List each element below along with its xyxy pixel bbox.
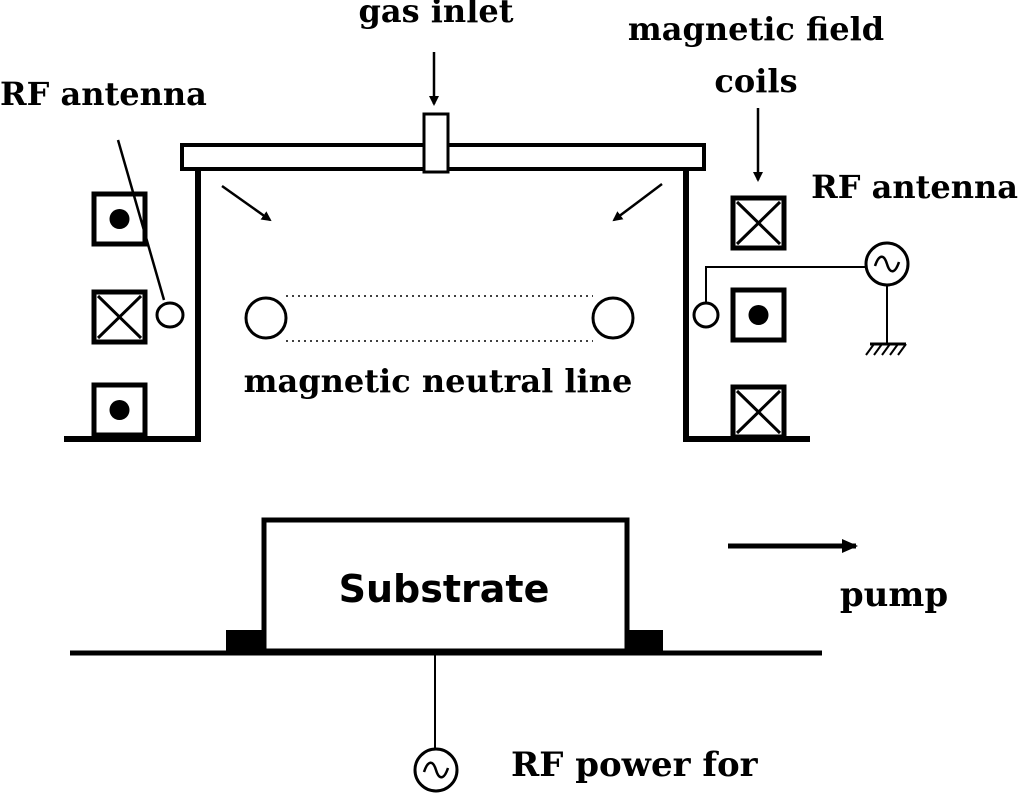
ground-icon xyxy=(865,342,907,356)
substrate-label: Substrate xyxy=(339,567,550,611)
substrate-clamp-left xyxy=(226,630,264,652)
rf-power-label: RF power for xyxy=(511,745,759,785)
gas-inlet-label: gas inlet xyxy=(359,0,514,30)
magnetic-field-label-line2: coils xyxy=(714,62,797,100)
coil-out-icon xyxy=(730,287,787,343)
substrate-stage: Substrate xyxy=(70,517,822,656)
ac-source-icon xyxy=(413,747,459,793)
left-rf-antenna: RF antenna xyxy=(0,75,207,329)
coil-out-icon xyxy=(91,191,148,247)
coil-out-icon xyxy=(91,382,148,438)
right-rf-antenna: RF antenna xyxy=(692,168,1018,356)
left-wall xyxy=(64,169,201,442)
coil-in-icon xyxy=(730,195,787,251)
coil-in-icon xyxy=(91,289,148,345)
gas-flow-arrow-right xyxy=(612,183,663,222)
substrate-block xyxy=(261,517,630,654)
right-coils xyxy=(730,195,787,440)
magnetic-field-coils-callout: magnetic field coils xyxy=(628,10,884,182)
magnetic-field-label-line1: magnetic field xyxy=(628,10,884,48)
left-coils xyxy=(91,191,148,438)
gas-inlet-port xyxy=(422,112,450,174)
gas-inlet: gas inlet xyxy=(359,0,514,174)
neutral-line-label: magnetic neutral line xyxy=(244,362,633,400)
rf-antenna-left-label: RF antenna xyxy=(0,75,207,113)
pump-callout: pump xyxy=(728,539,948,615)
pump-label: pump xyxy=(840,575,948,615)
neutral-line: magnetic neutral line xyxy=(244,295,635,400)
substrate-clamp-right xyxy=(625,630,663,652)
coil-in-icon xyxy=(730,384,787,440)
substrate-rf-power: RF power for xyxy=(413,655,759,793)
antenna-cross-section xyxy=(692,301,720,329)
neutral-loop-right xyxy=(591,296,635,340)
rf-antenna-right-label: RF antenna xyxy=(811,168,1018,206)
antenna-pointer-line xyxy=(116,139,166,301)
antenna-feed-line xyxy=(705,266,866,303)
antenna-cross-section xyxy=(155,301,185,329)
neutral-loop-left xyxy=(244,296,288,340)
gas-flow-arrow-left xyxy=(221,184,272,222)
ac-source-icon xyxy=(864,241,910,287)
